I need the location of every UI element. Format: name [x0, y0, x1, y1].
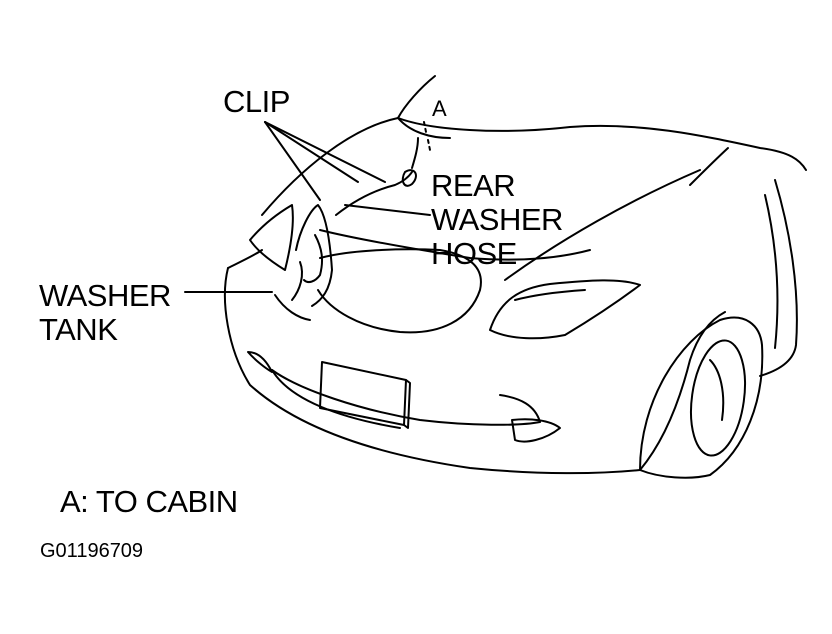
bumper-right: [639, 311, 726, 471]
left-headlight: [249, 204, 294, 271]
clip-label: CLIP: [223, 84, 290, 119]
hose-clip-right: [401, 169, 417, 187]
right-headlight: [489, 279, 641, 340]
license-plate-shadow: [403, 379, 411, 429]
clip-leader-2: [264, 121, 359, 183]
right-headlight-inner: [514, 289, 586, 301]
bumper-outline: [223, 267, 641, 475]
wheel-arch: [639, 316, 764, 479]
clip-leader-3: [264, 121, 386, 183]
hood-crease: [504, 169, 701, 281]
rear-washer-hose-line-2: WASHER: [431, 202, 563, 237]
wheel-hub: [709, 359, 725, 421]
figure-code: G01196709: [40, 540, 144, 562]
washer-tank-neck: [291, 261, 303, 301]
right-fender: [759, 179, 798, 377]
washer-tank-body: [295, 204, 333, 307]
rear-washer-hose-label: REAR WASHER HOSE: [431, 170, 563, 272]
rear-washer-hose: [335, 171, 413, 216]
washer-filler: [303, 234, 324, 284]
point-a-label: A: [432, 96, 447, 121]
rear-washer-hose-line-3: HOSE: [431, 236, 517, 271]
hood-edge: [261, 75, 436, 216]
rear-washer-hose-line-1: REAR: [431, 168, 516, 203]
grille-opening: [317, 248, 482, 334]
hose-dashed: [423, 121, 431, 151]
washer-tank-label: WASHER TANK: [39, 280, 171, 348]
hose-to-cabin: [411, 137, 419, 169]
cowl-line: [397, 117, 807, 171]
washer-tank-lower: [274, 294, 311, 321]
bumper-top: [227, 249, 263, 269]
a-pillar: [689, 147, 729, 186]
clip-leader-1: [264, 121, 321, 201]
hose-leader: [344, 204, 431, 216]
washer-tank-line-2: TANK: [39, 312, 118, 347]
hood-front: [319, 229, 591, 261]
right-fog-light: [511, 418, 561, 443]
right-fender-inner: [764, 194, 779, 349]
wheel-rim: [690, 339, 746, 457]
note-label: A: TO CABIN: [60, 484, 238, 519]
left-fog-light: [247, 351, 273, 373]
washer-tank-line-1: WASHER: [39, 278, 171, 313]
windshield-base: [397, 117, 451, 139]
